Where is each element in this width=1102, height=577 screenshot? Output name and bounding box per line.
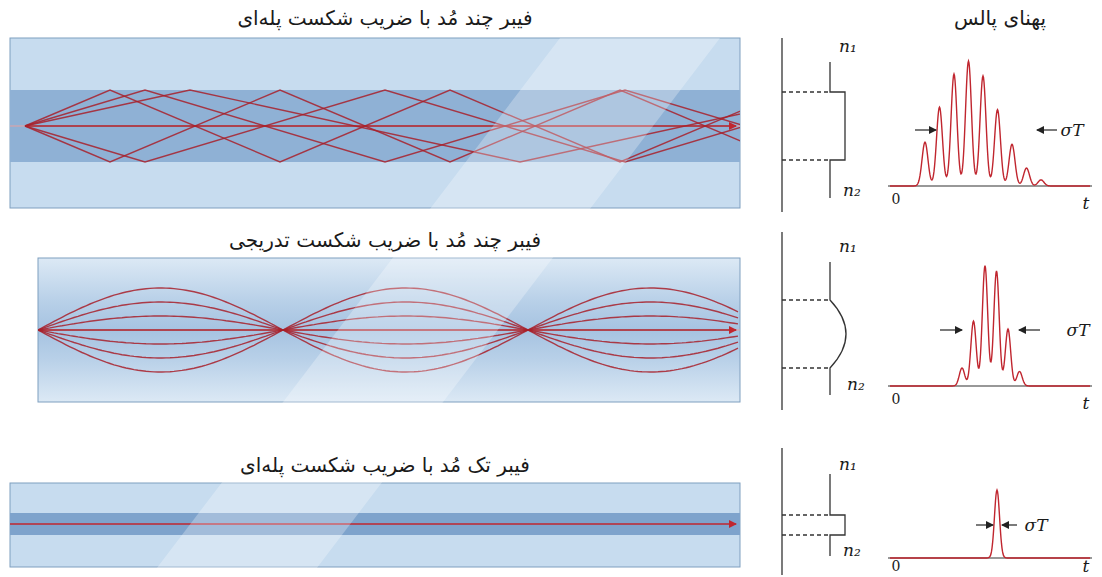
axis-label: t bbox=[1083, 556, 1090, 575]
index-label: n₂ bbox=[843, 181, 861, 200]
pulse-curve bbox=[890, 490, 1090, 558]
fiber-title: فیبر تک مُد با ضریب شکست پله‌ای bbox=[240, 454, 530, 476]
pulse-curve bbox=[890, 266, 1090, 386]
pulse-curve bbox=[890, 61, 1090, 186]
index-label: n₁ bbox=[839, 455, 857, 474]
fiber-title: فیبر چند مُد با ضریب شکست پله‌ای bbox=[237, 7, 532, 29]
fiber-title: فیبر چند مُد با ضریب شکست تدریجی bbox=[229, 229, 541, 251]
column-heading: پهنای پالس bbox=[954, 7, 1046, 29]
axis-origin: 0 bbox=[892, 192, 901, 207]
index-label: n₁ bbox=[839, 237, 857, 256]
pulse-width-label: σT bbox=[1061, 121, 1084, 140]
axis-origin: 0 bbox=[892, 560, 901, 575]
pulse-width-label: σT bbox=[1025, 516, 1048, 535]
index-label: n₂ bbox=[843, 541, 861, 560]
index-label: n₂ bbox=[847, 375, 865, 394]
pulse-width-label: σT bbox=[1067, 321, 1090, 340]
axis-label: t bbox=[1083, 394, 1090, 413]
index-label: n₁ bbox=[839, 37, 857, 56]
axis-origin: 0 bbox=[892, 392, 901, 407]
axis-label: t bbox=[1083, 194, 1090, 213]
